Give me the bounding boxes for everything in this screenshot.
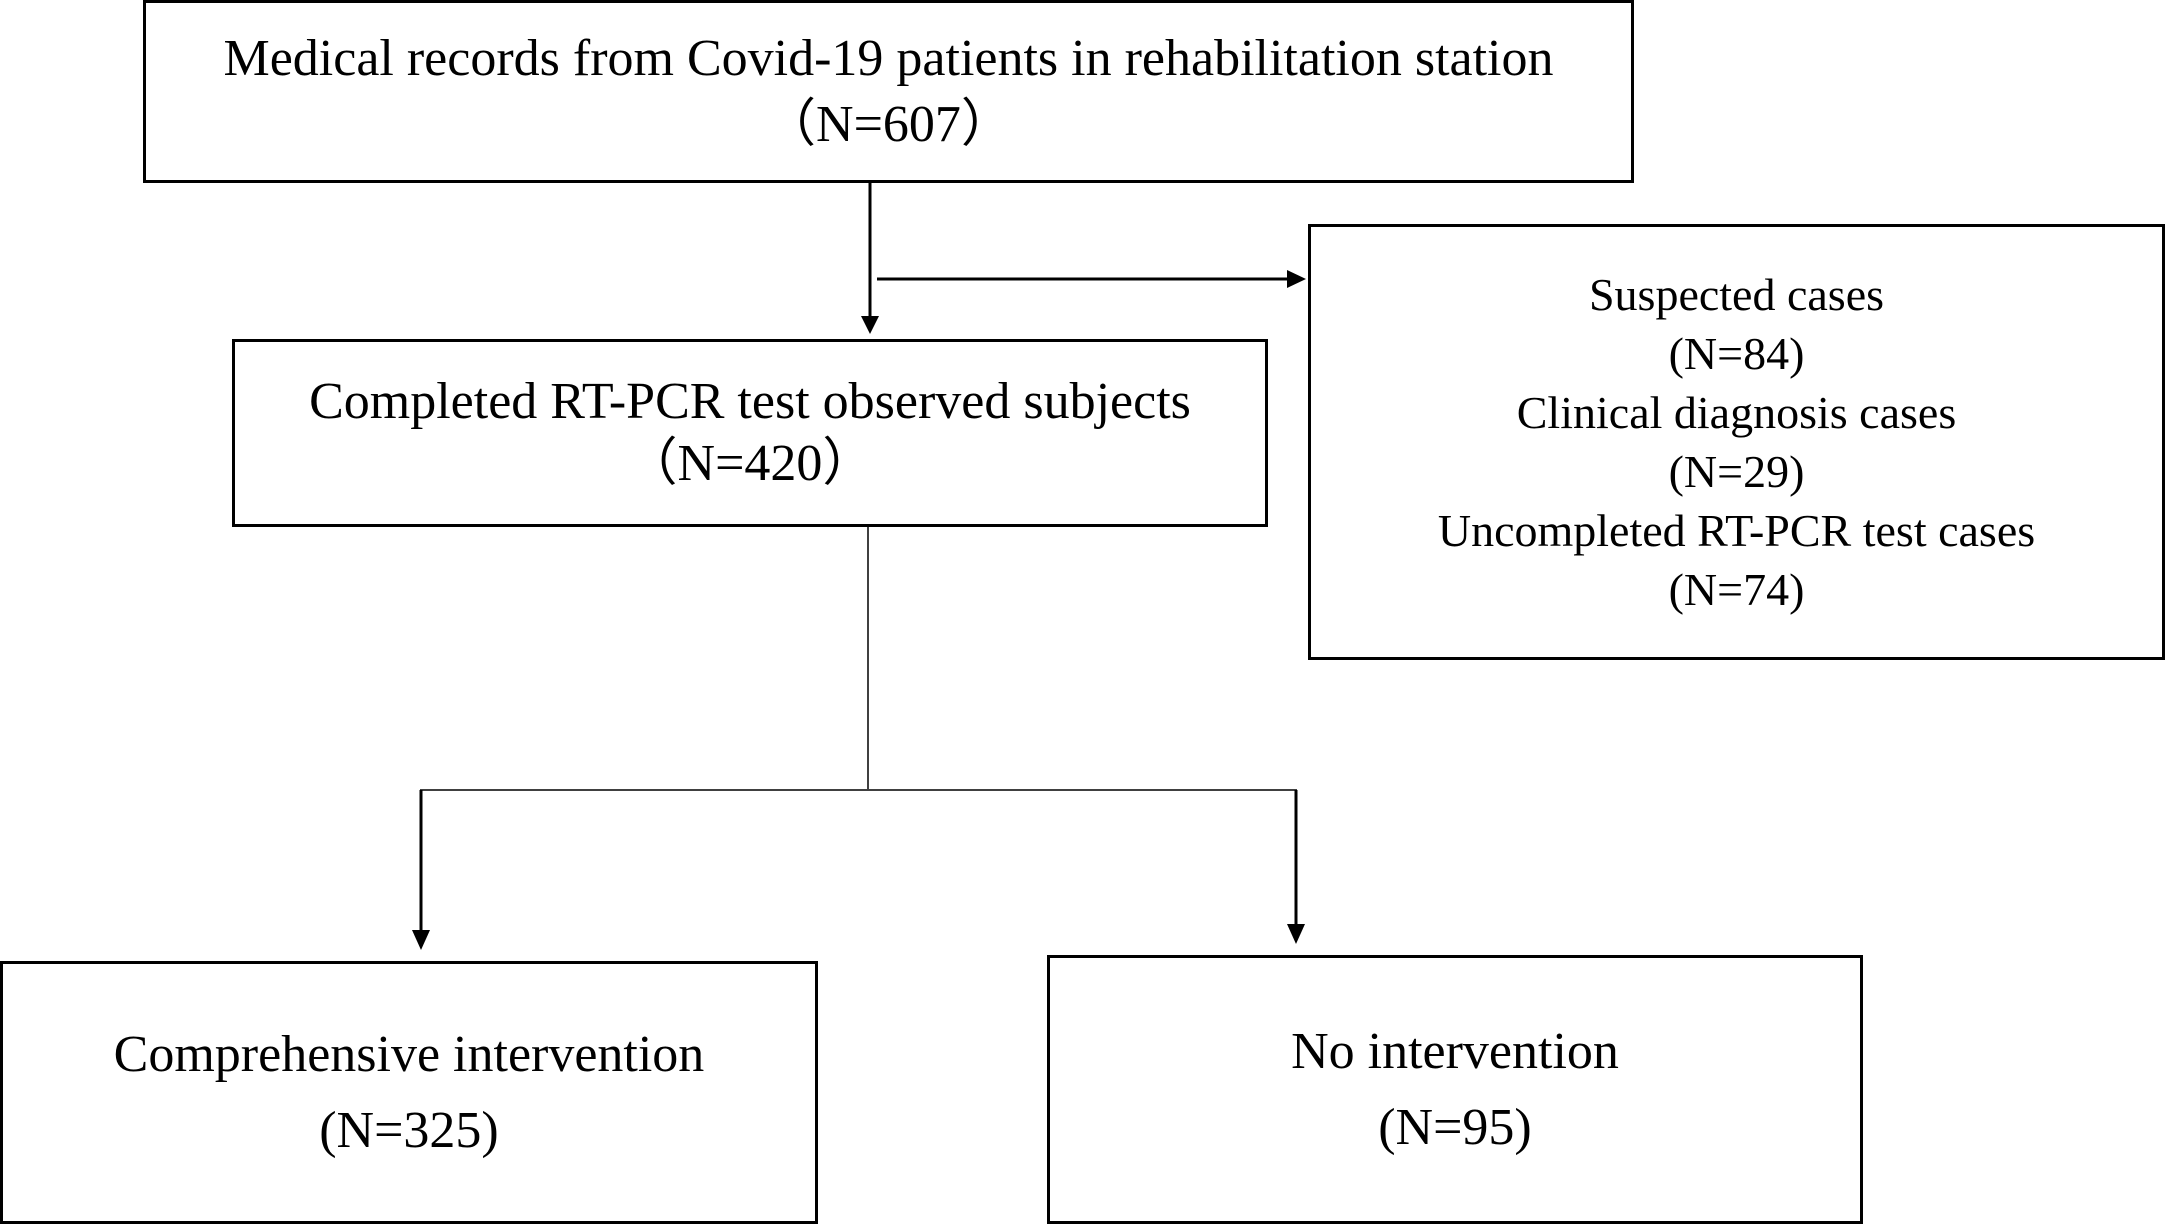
- arrowhead-excluded: [1287, 270, 1306, 288]
- arrowhead-completed: [861, 316, 879, 334]
- clinical-diagnosis-label: Clinical diagnosis cases: [1516, 387, 1957, 438]
- no-intervention-label: No intervention: [1291, 1022, 1619, 1080]
- suspected-cases-count: (N=84): [1668, 328, 1805, 379]
- arrowhead-comprehensive: [412, 930, 430, 950]
- comprehensive-intervention-label: Comprehensive intervention: [113, 1025, 705, 1083]
- source-records-count: （N=607）: [764, 95, 1013, 153]
- no-intervention-count: (N=95): [1378, 1098, 1532, 1156]
- uncompleted-test-count: (N=74): [1668, 564, 1805, 615]
- uncompleted-test-label: Uncompleted RT-PCR test cases: [1437, 505, 2036, 556]
- no-intervention-box: No intervention (N=95): [1047, 955, 1863, 1224]
- comprehensive-intervention-count: (N=325): [319, 1101, 499, 1159]
- comprehensive-intervention-box: Comprehensive intervention (N=325): [0, 961, 818, 1224]
- clinical-diagnosis-count: (N=29): [1668, 446, 1805, 497]
- suspected-cases-label: Suspected cases: [1588, 269, 1885, 320]
- completed-subjects-box: Completed RT-PCR test observed subjects …: [232, 339, 1268, 527]
- excluded-cases-box: Suspected cases (N=84) Clinical diagnosi…: [1308, 224, 2165, 660]
- completed-subjects-label: Completed RT-PCR test observed subjects: [309, 373, 1191, 430]
- arrowhead-no-intervention: [1287, 924, 1305, 944]
- source-records-label: Medical records from Covid-19 patients i…: [223, 29, 1554, 87]
- source-records-box: Medical records from Covid-19 patients i…: [143, 0, 1634, 183]
- completed-subjects-count: （N=420）: [625, 435, 875, 492]
